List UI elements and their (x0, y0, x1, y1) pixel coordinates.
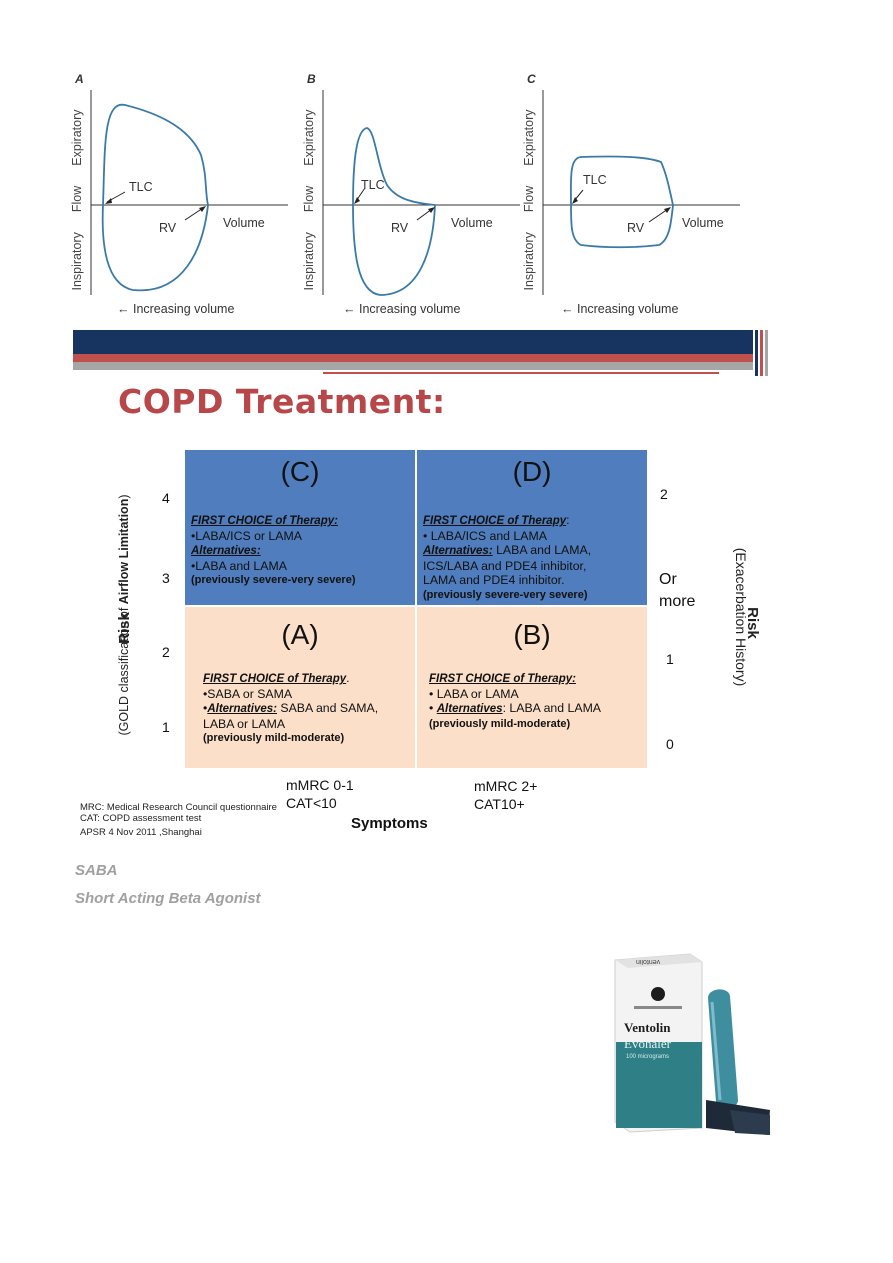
loop-curve (569, 155, 674, 249)
panel-letter: A (75, 72, 84, 86)
risk-level-label: 1 (162, 719, 170, 735)
rv-label: RV (159, 221, 177, 235)
tlc-label: TLC (583, 173, 607, 187)
loop-c-graph (542, 90, 740, 295)
flow-volume-panel-c: C InspiratoryFlowExpiratory TLC RV Volum… (522, 70, 740, 325)
ventolin-inhaler-image: Ventolin Evohaler 100 micrograms ventoli… (610, 950, 775, 1145)
rv-arrow (648, 208, 669, 223)
slide-banner (73, 330, 769, 376)
quadrant-b: (B) FIRST CHOICE of Therapy: • LABA or L… (417, 607, 647, 768)
tlc-label: TLC (361, 178, 385, 192)
symptom-col1-cat: CAT<10 (286, 795, 337, 811)
loop-a-graph (90, 90, 288, 295)
footnote-mrc: MRC: Medical Research Council questionna… (80, 802, 277, 813)
x-axis-label: ← Increasing volume (117, 302, 235, 316)
symptom-col2-cat: CAT10+ (474, 796, 525, 812)
banner-grey-bar (73, 362, 753, 370)
banner-red-bar (73, 354, 753, 362)
quadrant-letter: (C) (280, 456, 320, 487)
rv-arrow (184, 207, 204, 221)
banner-blue-bar (73, 330, 753, 354)
quadrant-d: (D) FIRST CHOICE of Therapy: • LABA/ICS … (417, 450, 647, 605)
banner-stripe (755, 330, 758, 376)
inhaler-product: Evohaler (624, 1036, 671, 1051)
panel-letter: C (527, 72, 536, 86)
left-axis-risk: Risk (116, 612, 133, 644)
saba-definition: Short Acting Beta Agonist (75, 890, 261, 907)
saba-heading: SABA (75, 862, 118, 879)
exacerbation-label: 2 (660, 486, 668, 502)
volume-label: Volume (682, 216, 724, 230)
loop-curve (101, 103, 209, 292)
x-axis-label: ← Increasing volume (561, 302, 679, 316)
x-axis-label: ← Increasing volume (343, 302, 461, 316)
quadrant-letter: (D) (512, 456, 552, 487)
quadrant-a: (A) FIRST CHOICE of Therapy. •SABA or SA… (185, 607, 415, 768)
footnote-cat: CAT: COPD assessment test (80, 813, 202, 824)
tlc-label: TLC (129, 180, 153, 194)
quadrant-letter: (B) (513, 619, 551, 650)
symptom-col1-mmrc: mMRC 0-1 (286, 777, 354, 793)
banner-stripe (760, 330, 763, 376)
exacerbation-label: 1 (666, 651, 674, 667)
symptoms-axis-title: Symptoms (351, 815, 428, 832)
inhaler-box-top: ventolin (636, 958, 661, 965)
footnote-source: APSR 4 Nov 2011 ,Shanghai (80, 827, 202, 838)
quadrant-a-text: FIRST CHOICE of Therapy. •SABA or SAMA •… (203, 671, 379, 744)
right-axis-risk: Risk (744, 607, 761, 639)
risk-level-label: 2 (162, 644, 170, 660)
quadrant-letter: (A) (281, 619, 319, 650)
quadrant-c: (C) FIRST CHOICE of Therapy: •LABA/ICS o… (185, 450, 415, 605)
volume-label: Volume (223, 216, 265, 230)
volume-label: Volume (451, 216, 493, 230)
flow-volume-panel-b: B InspiratoryFlowExpiratory TLC RV Volum… (302, 70, 520, 325)
risk-level-label: 3 (162, 570, 170, 586)
panel-letter: B (307, 72, 316, 86)
quadrant-b-text: FIRST CHOICE of Therapy: • LABA or LAMA … (429, 673, 602, 730)
exacerbation-label: more (659, 593, 696, 610)
quadrant-c-text: FIRST CHOICE of Therapy: •LABA/ICS or LA… (191, 515, 356, 586)
page-title: COPD Treatment: (118, 382, 446, 421)
rv-label: RV (391, 221, 409, 235)
exacerbation-label: Or (659, 571, 677, 588)
rv-label: RV (627, 221, 645, 235)
inhaler-dose: 100 micrograms (626, 1054, 670, 1060)
loop-b-graph (322, 90, 520, 296)
risk-level-label: 4 (162, 490, 170, 506)
flow-volume-panel-a: A InspiratoryFlowExpiratory TLC RV Volum… (70, 70, 288, 325)
inhaler-brand: Ventolin (624, 1020, 671, 1035)
quadrant-d-text: FIRST CHOICE of Therapy: • LABA/ICS and … (423, 513, 592, 601)
inhaler-drawing (614, 953, 770, 1135)
loop-curve (352, 127, 436, 296)
symptom-col2-mmrc: mMRC 2+ (474, 778, 538, 794)
exacerbation-label: 0 (666, 736, 674, 752)
banner-thin-line (323, 372, 719, 374)
banner-stripe (765, 330, 768, 376)
